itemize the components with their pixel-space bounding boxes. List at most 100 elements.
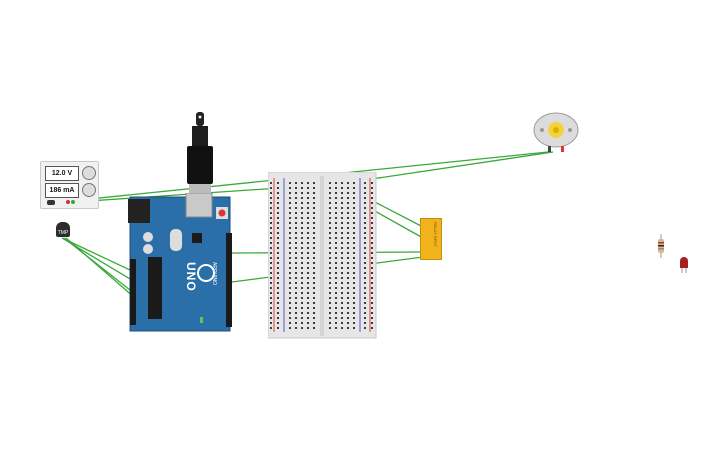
wire[interactable] [63, 237, 136, 295]
breadboard-hole[interactable] [371, 252, 373, 254]
breadboard-hole[interactable] [335, 282, 337, 284]
breadboard-hole[interactable] [277, 252, 279, 254]
breadboard-hole[interactable] [270, 242, 272, 244]
breadboard-hole[interactable] [313, 287, 315, 289]
breadboard-hole[interactable] [313, 187, 315, 189]
breadboard-hole[interactable] [335, 327, 337, 329]
breadboard-hole[interactable] [353, 212, 355, 214]
breadboard-hole[interactable] [289, 187, 291, 189]
breadboard-hole[interactable] [329, 252, 331, 254]
breadboard-hole[interactable] [371, 282, 373, 284]
breadboard-hole[interactable] [307, 297, 309, 299]
breadboard-hole[interactable] [347, 232, 349, 234]
breadboard-hole[interactable] [371, 307, 373, 309]
breadboard-hole[interactable] [270, 317, 272, 319]
breadboard-hole[interactable] [329, 217, 331, 219]
breadboard-hole[interactable] [371, 287, 373, 289]
breadboard-hole[interactable] [307, 282, 309, 284]
breadboard-hole[interactable] [335, 247, 337, 249]
breadboard-hole[interactable] [364, 242, 366, 244]
breadboard-hole[interactable] [301, 292, 303, 294]
breadboard-hole[interactable] [341, 207, 343, 209]
breadboard-hole[interactable] [371, 242, 373, 244]
breadboard-hole[interactable] [335, 202, 337, 204]
breadboard-hole[interactable] [341, 292, 343, 294]
breadboard-hole[interactable] [301, 222, 303, 224]
breadboard-hole[interactable] [364, 207, 366, 209]
breadboard-hole[interactable] [277, 327, 279, 329]
breadboard-hole[interactable] [353, 262, 355, 264]
breadboard[interactable] [268, 172, 378, 340]
breadboard-hole[interactable] [353, 227, 355, 229]
breadboard-hole[interactable] [295, 227, 297, 229]
breadboard-hole[interactable] [307, 277, 309, 279]
breadboard-hole[interactable] [277, 317, 279, 319]
breadboard-hole[interactable] [277, 292, 279, 294]
breadboard-hole[interactable] [341, 227, 343, 229]
breadboard-hole[interactable] [289, 207, 291, 209]
breadboard-hole[interactable] [364, 227, 366, 229]
breadboard-hole[interactable] [329, 242, 331, 244]
breadboard-hole[interactable] [341, 307, 343, 309]
breadboard-hole[interactable] [289, 292, 291, 294]
breadboard-hole[interactable] [295, 187, 297, 189]
breadboard-hole[interactable] [277, 262, 279, 264]
breadboard-hole[interactable] [307, 267, 309, 269]
breadboard-hole[interactable] [313, 292, 315, 294]
breadboard-hole[interactable] [335, 187, 337, 189]
breadboard-hole[interactable] [364, 202, 366, 204]
breadboard-hole[interactable] [301, 257, 303, 259]
breadboard-hole[interactable] [364, 312, 366, 314]
breadboard-hole[interactable] [364, 192, 366, 194]
breadboard-hole[interactable] [347, 257, 349, 259]
breadboard-hole[interactable] [335, 317, 337, 319]
power-supply[interactable]: 12.0 V 186 mA [40, 161, 99, 209]
breadboard-hole[interactable] [313, 217, 315, 219]
breadboard-hole[interactable] [301, 327, 303, 329]
breadboard-hole[interactable] [341, 327, 343, 329]
breadboard-hole[interactable] [313, 312, 315, 314]
breadboard-hole[interactable] [295, 252, 297, 254]
breadboard-hole[interactable] [277, 187, 279, 189]
breadboard-hole[interactable] [347, 187, 349, 189]
breadboard-hole[interactable] [364, 267, 366, 269]
breadboard-hole[interactable] [347, 207, 349, 209]
breadboard-hole[interactable] [364, 182, 366, 184]
breadboard-hole[interactable] [341, 247, 343, 249]
breadboard-hole[interactable] [353, 282, 355, 284]
breadboard-hole[interactable] [335, 237, 337, 239]
breadboard-hole[interactable] [347, 222, 349, 224]
breadboard-hole[interactable] [313, 227, 315, 229]
breadboard-hole[interactable] [353, 187, 355, 189]
breadboard-hole[interactable] [371, 232, 373, 234]
breadboard-hole[interactable] [364, 317, 366, 319]
breadboard-hole[interactable] [335, 272, 337, 274]
breadboard-hole[interactable] [313, 222, 315, 224]
breadboard-hole[interactable] [307, 312, 309, 314]
breadboard-hole[interactable] [270, 222, 272, 224]
breadboard-hole[interactable] [307, 292, 309, 294]
breadboard-hole[interactable] [335, 277, 337, 279]
breadboard-hole[interactable] [295, 272, 297, 274]
breadboard-hole[interactable] [289, 222, 291, 224]
breadboard-hole[interactable] [277, 267, 279, 269]
breadboard-hole[interactable] [364, 277, 366, 279]
breadboard-hole[interactable] [277, 222, 279, 224]
breadboard-hole[interactable] [307, 237, 309, 239]
breadboard-hole[interactable] [341, 267, 343, 269]
breadboard-hole[interactable] [301, 207, 303, 209]
breadboard-hole[interactable] [277, 182, 279, 184]
breadboard-hole[interactable] [347, 272, 349, 274]
breadboard-hole[interactable] [335, 262, 337, 264]
breadboard-hole[interactable] [335, 182, 337, 184]
breadboard-hole[interactable] [353, 327, 355, 329]
breadboard-hole[interactable] [341, 272, 343, 274]
breadboard-hole[interactable] [313, 182, 315, 184]
breadboard-hole[interactable] [277, 277, 279, 279]
breadboard-hole[interactable] [335, 217, 337, 219]
breadboard-hole[interactable] [335, 207, 337, 209]
breadboard-hole[interactable] [295, 197, 297, 199]
breadboard-hole[interactable] [329, 312, 331, 314]
breadboard-hole[interactable] [347, 262, 349, 264]
breadboard-hole[interactable] [295, 222, 297, 224]
